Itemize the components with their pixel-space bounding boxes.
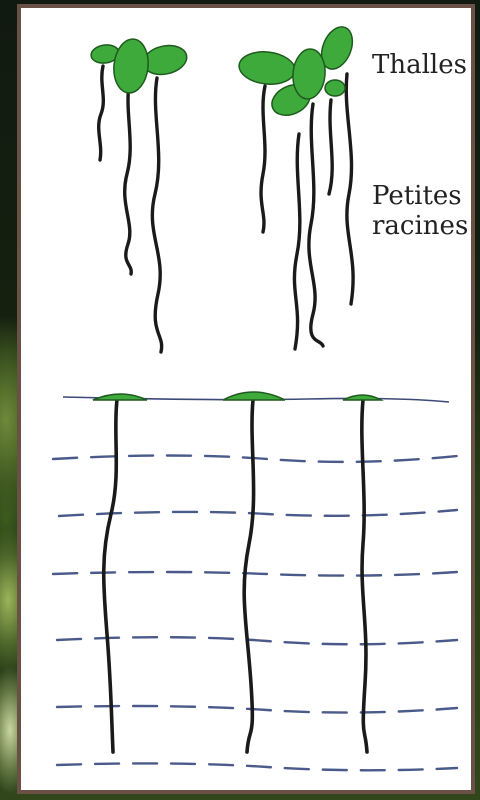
root bbox=[125, 84, 132, 274]
thallus bbox=[111, 37, 150, 94]
thallus bbox=[223, 392, 285, 400]
water-line bbox=[57, 706, 457, 713]
label-petites-racines-line1: Petites bbox=[372, 181, 472, 211]
water-line bbox=[59, 510, 457, 516]
root bbox=[261, 86, 265, 232]
plant-left bbox=[90, 37, 190, 352]
duckweed-diagram bbox=[17, 4, 475, 794]
plant-right-roots bbox=[261, 74, 353, 349]
plant-left-roots bbox=[99, 66, 162, 352]
thallus bbox=[343, 395, 381, 400]
root bbox=[329, 100, 332, 194]
root bbox=[346, 74, 353, 304]
water-line bbox=[53, 572, 457, 576]
thallus bbox=[237, 49, 296, 87]
water-line bbox=[57, 763, 457, 770]
water-line bbox=[57, 637, 457, 644]
root bbox=[309, 104, 323, 346]
thallus bbox=[93, 394, 147, 400]
label-thalles: Thalles bbox=[372, 50, 467, 80]
root bbox=[294, 134, 299, 349]
label-petites-racines: Petites racines bbox=[372, 181, 472, 241]
plant-right-thalli bbox=[237, 22, 358, 121]
root bbox=[99, 66, 104, 160]
root bbox=[152, 78, 161, 352]
plant-left-thalli bbox=[90, 37, 190, 94]
root bbox=[244, 400, 253, 752]
root bbox=[104, 400, 117, 752]
water-line bbox=[53, 456, 457, 462]
plant-right bbox=[237, 22, 358, 349]
label-petites-racines-line2: racines bbox=[372, 211, 472, 241]
thallus bbox=[325, 80, 345, 96]
